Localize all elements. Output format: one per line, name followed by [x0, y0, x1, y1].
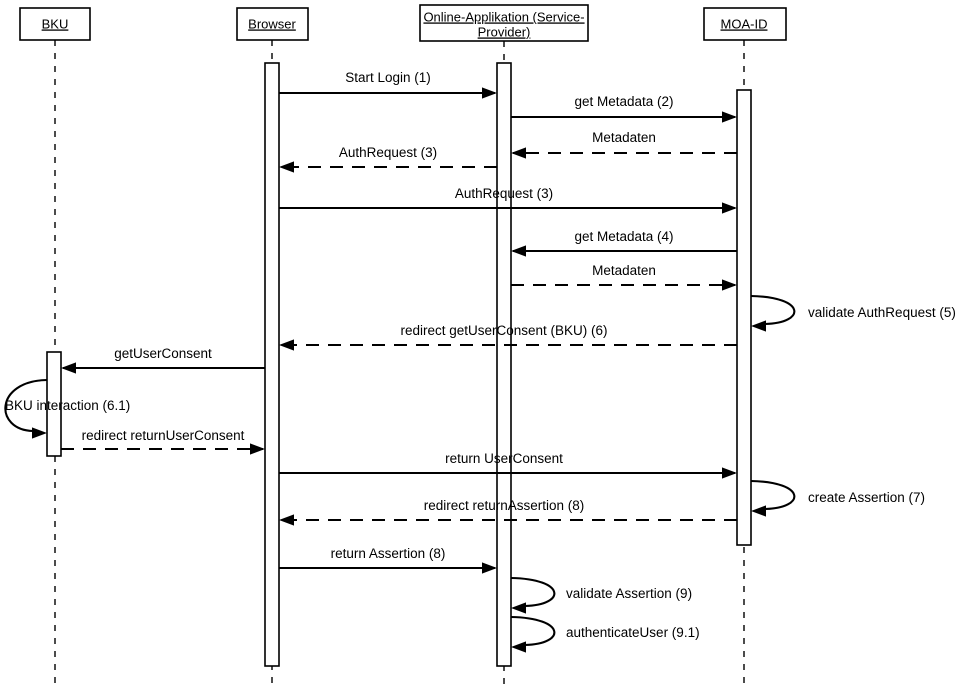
activation-bar-browser[interactable] — [264, 62, 280, 667]
message-label-m7: Metadaten — [592, 263, 656, 278]
messages-layer: Start Login (1) get Metadata (2) Metadaten… — [61, 70, 737, 574]
self-message-arc-s2 — [4, 378, 48, 433]
self-message-s1[interactable]: validate AuthRequest (5) — [750, 294, 956, 332]
message-m1[interactable]: Start Login (1) — [279, 70, 497, 99]
message-label-m10: redirect returnUserConsent — [82, 428, 245, 443]
self-message-arrowhead-s3 — [751, 505, 766, 517]
message-arrowhead-m5 — [722, 202, 737, 214]
lifeline-label-sp-line2: Provider) — [478, 24, 531, 39]
lifeline-label-moaid: MOA-ID — [721, 16, 768, 31]
lifeline-label-browser: Browser — [248, 16, 296, 31]
message-arrowhead-m10 — [250, 443, 265, 455]
self-message-s4[interactable]: validate Assertion (9) — [510, 576, 692, 614]
self-message-arc-s4 — [510, 576, 556, 608]
message-m8[interactable]: redirect getUserConsent (BKU) (6) — [279, 323, 737, 351]
self-message-label-s1: validate AuthRequest (5) — [808, 305, 956, 320]
message-label-m13: return Assertion (8) — [331, 546, 446, 561]
message-arrowhead-m11 — [722, 467, 737, 479]
lifeline-header-box-moaid[interactable] — [703, 7, 787, 41]
self-messages-layer: validate AuthRequest (5) BKU interaction … — [4, 294, 956, 653]
message-arrowhead-m7 — [722, 279, 737, 291]
self-message-s2[interactable]: BKU interaction (6.1) — [4, 378, 130, 439]
lifeline-header-box-sp[interactable] — [419, 4, 589, 42]
activations-layer — [46, 62, 752, 667]
self-message-arrowhead-s1 — [751, 320, 766, 332]
self-message-arc-s5 — [510, 615, 556, 647]
message-label-m8: redirect getUserConsent (BKU) (6) — [400, 323, 607, 338]
message-arrowhead-m4 — [279, 161, 294, 173]
lifeline-label-bku: BKU — [42, 16, 69, 31]
self-message-arrowhead-s5 — [511, 641, 526, 653]
self-message-label-s3: create Assertion (7) — [808, 490, 925, 505]
self-message-s5[interactable]: authenticateUser (9.1) — [510, 615, 700, 653]
message-arrowhead-m6 — [511, 245, 526, 257]
message-m10[interactable]: redirect returnUserConsent — [61, 428, 265, 455]
message-arrowhead-m3 — [511, 147, 526, 159]
message-m9[interactable]: getUserConsent — [61, 346, 265, 374]
self-message-arc-s3 — [750, 479, 796, 511]
lifeline-header-box-bku[interactable] — [19, 7, 91, 41]
message-arrowhead-m2 — [722, 111, 737, 123]
message-arrowhead-m1 — [482, 87, 497, 99]
self-message-arc-s1 — [750, 294, 796, 326]
message-m7[interactable]: Metadaten — [511, 263, 737, 291]
message-label-m6: get Metadata (4) — [574, 229, 673, 244]
message-label-m9: getUserConsent — [114, 346, 212, 361]
activation-bar-sp[interactable] — [496, 62, 512, 667]
message-label-m2: get Metadata (2) — [574, 94, 673, 109]
message-label-m12: redirect returnAssertion (8) — [424, 498, 585, 513]
message-m2[interactable]: get Metadata (2) — [511, 94, 737, 123]
message-arrowhead-m13 — [482, 562, 497, 574]
message-arrowhead-m8 — [279, 339, 294, 351]
self-message-label-s2: BKU interaction (6.1) — [5, 398, 130, 413]
message-m3[interactable]: Metadaten — [511, 130, 737, 159]
lifeline-bku: BKU — [19, 7, 91, 687]
message-label-m11: return UserConsent — [445, 451, 563, 466]
message-arrowhead-m12 — [279, 514, 294, 526]
lifeline-header-box-browser[interactable] — [236, 7, 309, 41]
message-m6[interactable]: get Metadata (4) — [511, 229, 737, 257]
self-message-label-s5: authenticateUser (9.1) — [566, 625, 700, 640]
self-message-label-s4: validate Assertion (9) — [566, 586, 692, 601]
message-label-m4: AuthRequest (3) — [339, 145, 437, 160]
message-label-m5: AuthRequest (3) — [455, 186, 553, 201]
message-m12[interactable]: redirect returnAssertion (8) — [279, 498, 737, 526]
self-message-s3[interactable]: create Assertion (7) — [750, 479, 925, 517]
message-m5[interactable]: AuthRequest (3) — [279, 186, 737, 214]
message-label-m1: Start Login (1) — [345, 70, 431, 85]
self-message-arrowhead-s4 — [511, 602, 526, 614]
message-arrowhead-m9 — [61, 362, 76, 374]
activation-bar-bku[interactable] — [46, 351, 62, 457]
message-label-m3: Metadaten — [592, 130, 656, 145]
activation-bar-moaid[interactable] — [736, 89, 752, 546]
message-m13[interactable]: return Assertion (8) — [279, 546, 497, 574]
message-m11[interactable]: return UserConsent — [279, 451, 737, 479]
message-m4[interactable]: AuthRequest (3) — [279, 145, 497, 173]
lifeline-label-sp: Online-Applikation (Service- — [423, 9, 584, 24]
self-message-arrowhead-s2 — [32, 427, 47, 439]
